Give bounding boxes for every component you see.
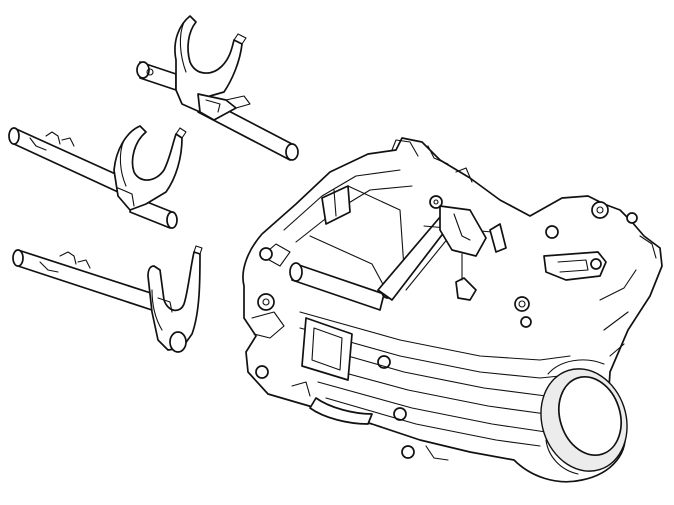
right-bracket-bolt — [590, 258, 602, 270]
lower-rail-end-cap — [12, 249, 24, 267]
top-lug-2 — [427, 145, 449, 165]
left-lug-2-hole — [262, 298, 270, 306]
left-lug-3 — [255, 365, 269, 379]
rib-left-3 — [261, 243, 291, 267]
middle-fork-body — [113, 125, 183, 211]
shift-fork-rail-lower — [12, 245, 203, 353]
top-lug-3 — [455, 167, 473, 183]
bottom-lug-1 — [291, 381, 311, 397]
middle-rail-tail-end — [166, 211, 178, 229]
right-rib-2 — [603, 311, 629, 331]
center-bolt-2 — [520, 316, 532, 328]
middle-fork-collar — [117, 187, 135, 207]
upper-fork-collar-detail — [225, 95, 251, 109]
top-bolt-center — [433, 199, 439, 205]
body-rib-3 — [305, 343, 547, 397]
top-bolt — [429, 195, 443, 209]
left-lug-1 — [259, 247, 273, 261]
side-window-inner — [311, 327, 343, 371]
lower-rail-notch-1 — [59, 251, 77, 265]
lower-rail-shaft — [17, 249, 161, 313]
selector-shaft-end — [289, 262, 303, 282]
bottom-lug-2 — [401, 445, 415, 459]
top-lug-1 — [391, 139, 419, 157]
lower-fork-tip — [193, 245, 203, 255]
shift-gate — [439, 205, 487, 257]
lower-fork-inner-edge — [151, 289, 163, 331]
rib-left-detail — [333, 189, 337, 217]
center-bolt-hole — [518, 300, 526, 308]
lower-fork-body — [147, 251, 201, 351]
right-rib-1 — [599, 269, 637, 301]
bottom-lug-3 — [425, 445, 449, 461]
middle-rail-end-cap — [8, 127, 20, 145]
middle-rail-notch-2 — [61, 137, 75, 147]
output-end-rim — [547, 359, 605, 375]
lower-fork-collar — [157, 297, 173, 313]
right-lug-1 — [545, 225, 559, 239]
side-window — [301, 317, 353, 381]
gearbox-housing — [242, 137, 663, 483]
rib-left-block — [321, 185, 351, 225]
center-bolt — [514, 296, 530, 312]
output-end-rim-2 — [545, 439, 579, 475]
shift-knob-post — [455, 277, 477, 301]
lower-fork-boss — [169, 331, 187, 353]
output-end-face — [558, 375, 622, 457]
shift-gate-pin — [489, 223, 507, 253]
lower-rail-notch-2 — [77, 259, 91, 269]
lower-rail-notch-3 — [39, 261, 59, 273]
upper-rail-hole — [146, 68, 154, 76]
rib-left-1 — [283, 169, 401, 231]
upper-rail-shaft-end — [285, 143, 299, 161]
upper-fork-body — [174, 15, 243, 113]
middle-rail-notch-3 — [29, 137, 47, 151]
right-bracket — [543, 251, 607, 281]
body-rib-6 — [325, 397, 541, 447]
right-lug-2-hole — [596, 206, 604, 214]
shift-fork-rail-upper — [136, 15, 299, 161]
shift-fork-rail-middle — [8, 125, 187, 229]
right-lug-2 — [591, 201, 609, 219]
upper-fork-tip-right — [233, 33, 247, 45]
left-lug-2 — [257, 293, 275, 311]
upper-rail-end-cap — [136, 61, 150, 79]
body-rib-2 — [299, 327, 561, 379]
right-rib-3 — [609, 343, 625, 357]
left-bracket — [251, 311, 285, 339]
right-bracket-slot — [557, 259, 589, 273]
upper-fork-inner-edge — [179, 21, 187, 73]
middle-fork-inner-edge — [119, 139, 127, 187]
right-lug-4 — [639, 235, 657, 259]
rib-left-2 — [295, 185, 413, 243]
wall-divider-2 — [309, 235, 387, 291]
body-rib-4 — [311, 363, 547, 415]
selector-pin-3 — [393, 407, 407, 421]
right-lug-3 — [626, 212, 638, 224]
body-rib-5 — [317, 381, 547, 433]
middle-fork-tip — [175, 127, 187, 139]
bottom-cradle — [309, 397, 373, 425]
middle-rail-notch-1 — [45, 131, 61, 145]
shift-gate-slot — [453, 213, 471, 241]
body-rib-1 — [299, 311, 571, 361]
upper-fork-collar-slot — [205, 99, 221, 113]
